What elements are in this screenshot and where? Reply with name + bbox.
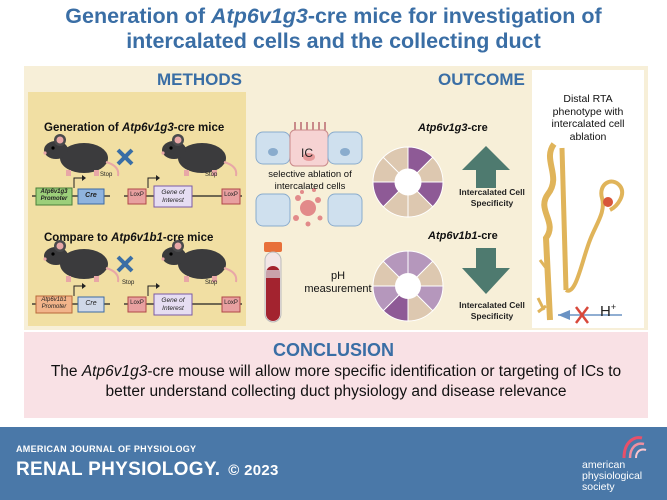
mouse-icon: [160, 133, 238, 177]
collecting-duct-b1: [372, 250, 444, 322]
kidney-tubule-icon: [536, 142, 625, 324]
loxp-label: LoxP: [130, 192, 144, 198]
footer-band: [0, 427, 667, 500]
mouse-icon: [42, 133, 120, 177]
ic-label: IC: [301, 146, 313, 160]
stop-label: Stop: [100, 172, 113, 178]
loxp-label: LoxP: [224, 300, 238, 306]
loxp-label: LoxP: [224, 192, 238, 198]
conclusion-text: The Atp6v1g3-cre mouse will allow more s…: [50, 363, 622, 400]
title-line-2: intercalated cells and the collecting du…: [126, 29, 541, 53]
methods-illustration: [32, 133, 242, 316]
stop-label: Stop: [205, 280, 218, 286]
page-title: Generation of Atp6v1g3-cre mice for inve…: [0, 4, 667, 54]
stop-label: Stop: [205, 172, 218, 178]
mouse-icon: [160, 239, 238, 283]
cross-icon: [116, 148, 134, 166]
mouse-icon: [42, 239, 120, 283]
generation-heading: Generation of Atp6v1g3-cre mice: [44, 122, 225, 134]
collecting-duct-g3: [372, 146, 444, 218]
society-logo-icon: [622, 436, 647, 459]
cre-label: Cre: [85, 192, 97, 199]
stop-label: Stop: [122, 280, 135, 286]
outcome-header: OUTCOME: [438, 70, 525, 89]
methods-box: [28, 92, 246, 326]
cre-label: Cre: [85, 300, 97, 307]
methods-header: METHODS: [157, 70, 242, 89]
outcome-label-g3: Atp6v1g3-cre: [418, 122, 488, 134]
ablation-illustration: [255, 122, 363, 323]
conclusion-band: [24, 332, 648, 418]
arrow-down-icon: [462, 248, 510, 294]
cross-icon: [116, 255, 134, 273]
journal-name-top: AMERICAN JOURNAL OF PHYSIOLOGY: [16, 444, 197, 454]
blood-tube-icon: [264, 242, 282, 323]
outcome-illustration: [372, 146, 510, 322]
arrow-up-icon: [462, 146, 510, 188]
journal-name-main: RENAL PHYSIOLOGY.© 2023: [16, 459, 279, 480]
title-line-1: Generation of Atp6v1g3-cre mice for inve…: [65, 4, 602, 28]
conclusion-header: CONCLUSION: [273, 340, 394, 360]
loxp-label: LoxP: [130, 300, 144, 306]
outcome-label-b1: Atp6v1b1-cre: [428, 230, 498, 242]
proton-label: H+: [600, 302, 617, 320]
